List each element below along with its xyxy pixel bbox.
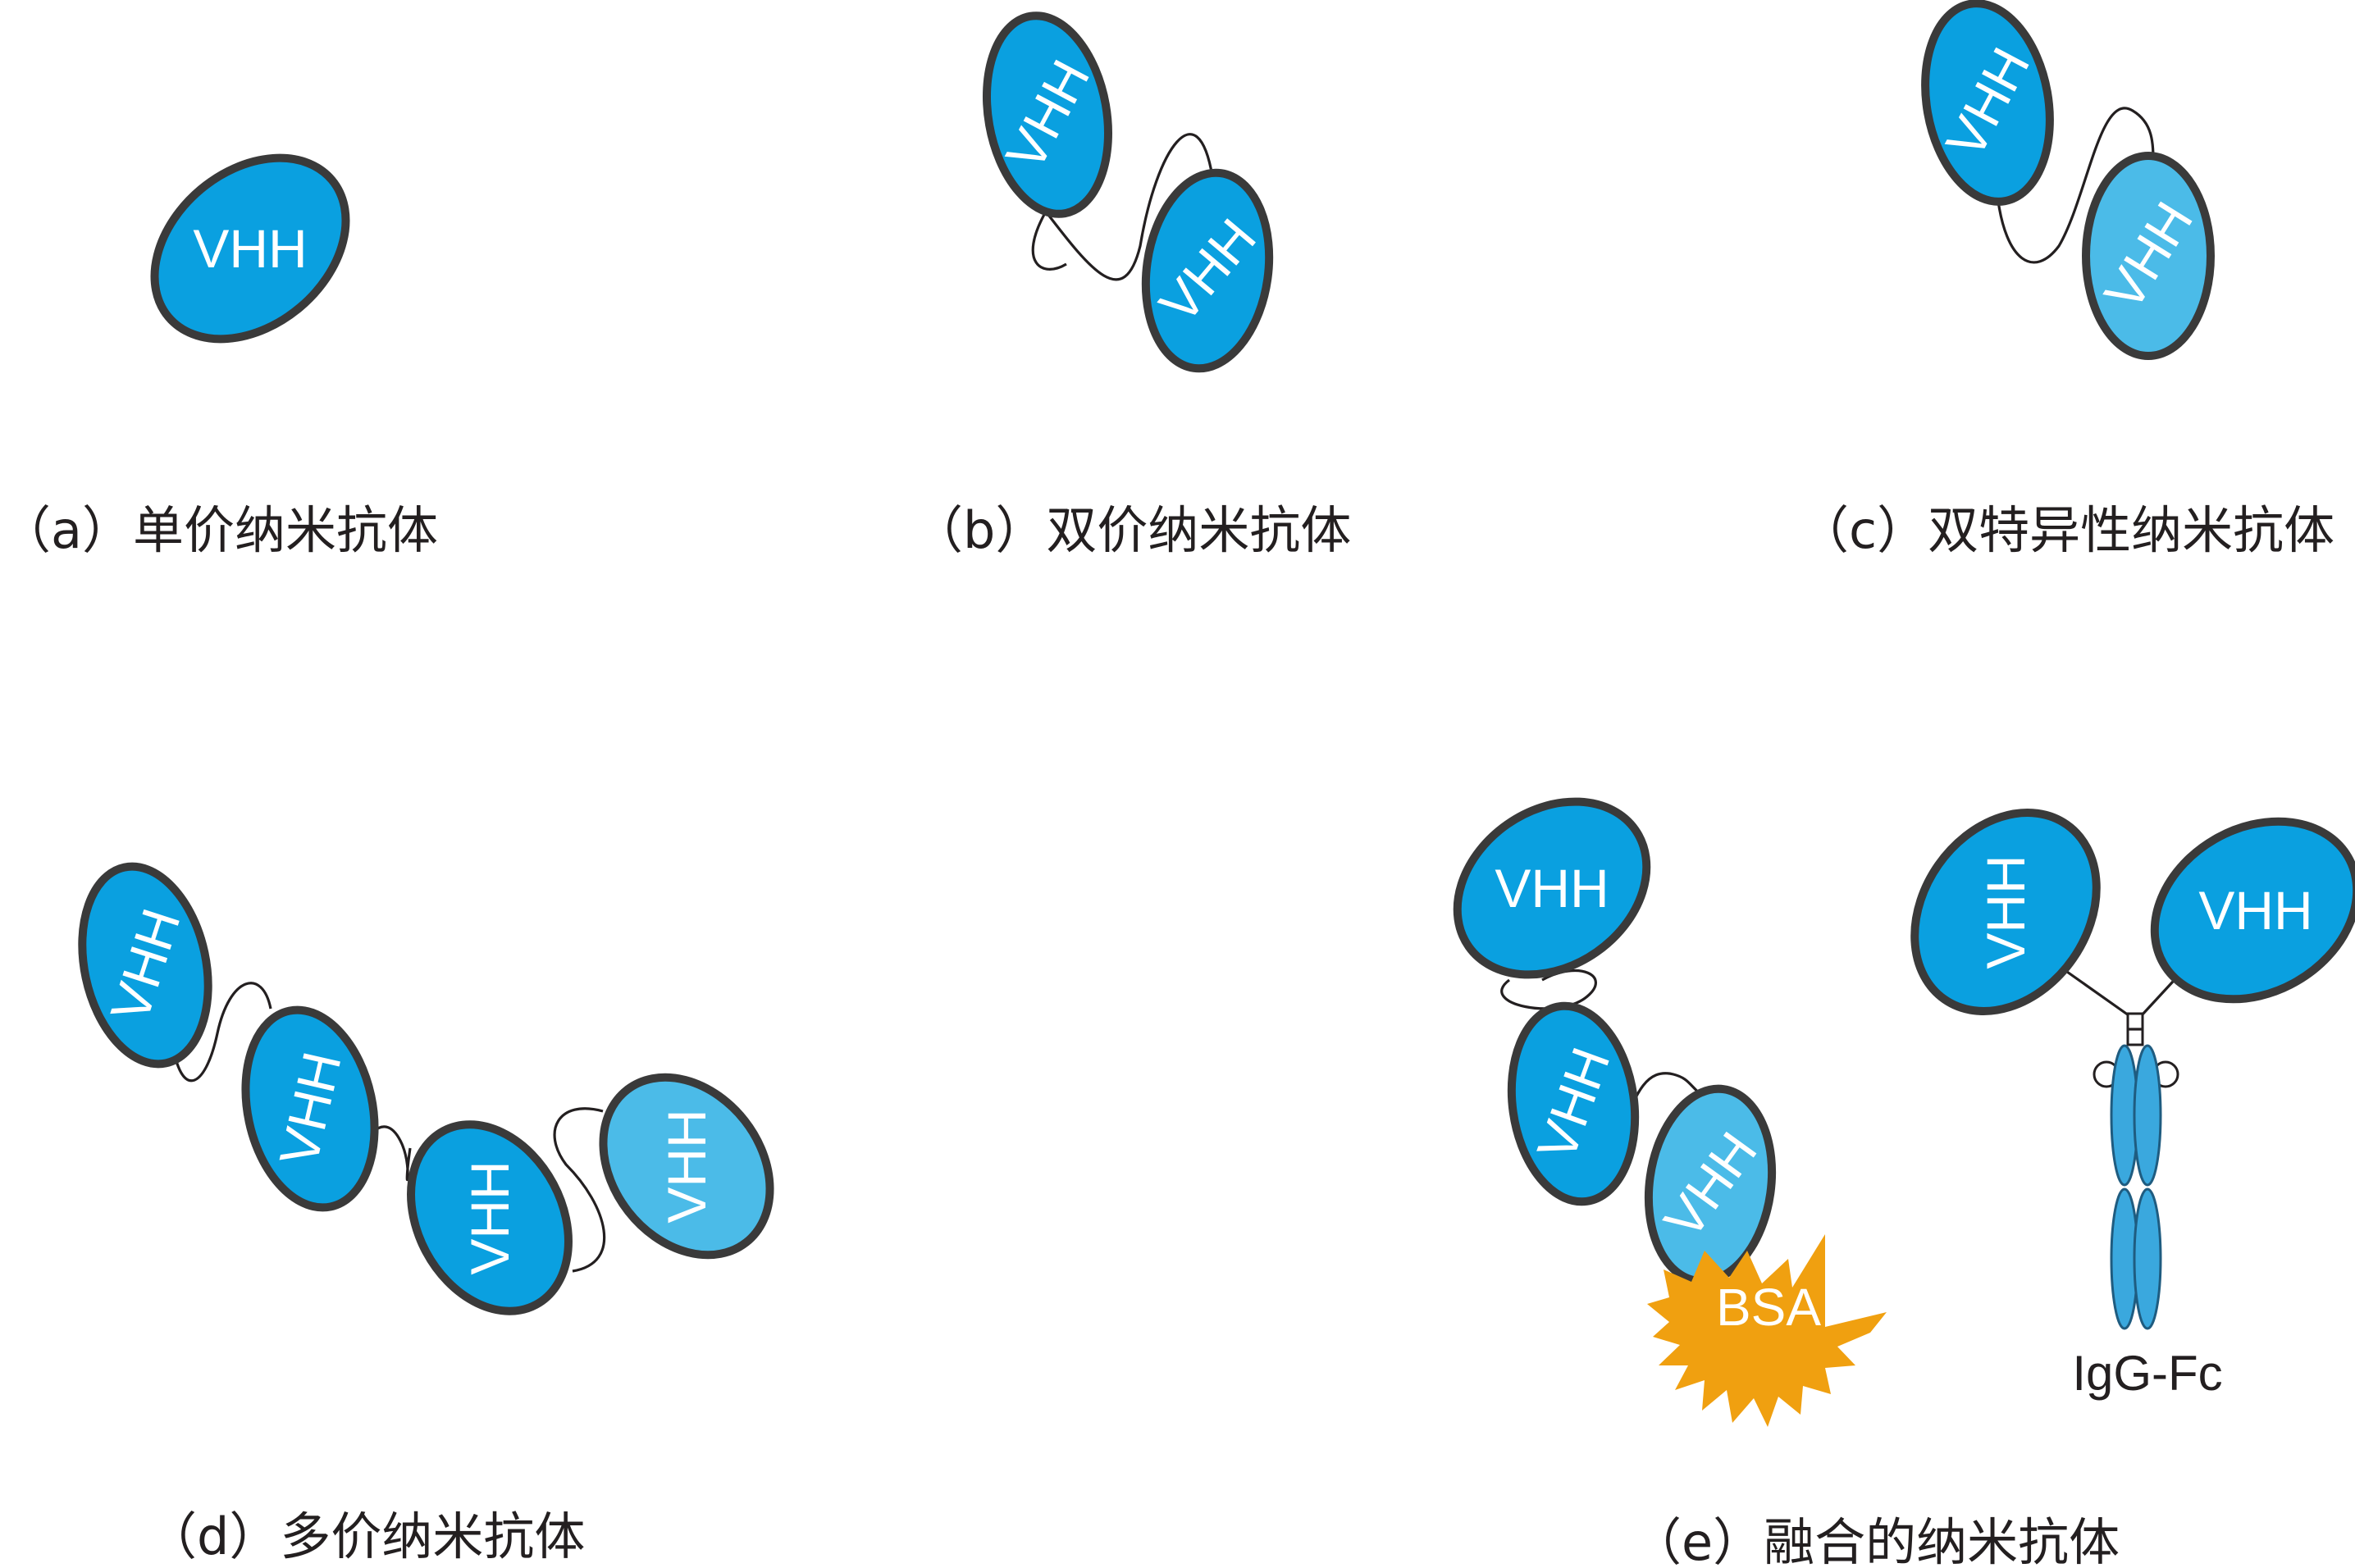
vhh-label: VHH (459, 1160, 520, 1274)
vhh-domain-alt: VHH (599, 1073, 774, 1260)
vhh-label: VHH (656, 1109, 717, 1223)
vhh-domain: VHH (1453, 797, 1651, 979)
linker (1031, 211, 1067, 271)
linker (553, 1107, 606, 1273)
fc-fusion: VHH VHH IgG-Fc (1910, 809, 2355, 1401)
fc-ch2-domain (2133, 1044, 2162, 1187)
vhh-domain: VHH (241, 1005, 379, 1212)
vhh-domain: VHH (1921, 0, 2054, 206)
bsa-starburst (1647, 1234, 1887, 1427)
vhh-label: VHH (1495, 858, 1609, 918)
vhh-domain: VHH (982, 11, 1113, 218)
panel-e-fused: VHH VHH VHH BSA VHH (1453, 797, 2355, 1568)
vhh-domain: VHH (2150, 817, 2355, 1004)
vhh-domain-alt: VHH (2082, 152, 2215, 360)
vhh-label: VHH (193, 218, 307, 279)
panel-b-bivalent: VHH VHH （b）双价纳米抗体 (912, 11, 1351, 560)
caption-a: （a）单价纳米抗体 (0, 500, 438, 560)
vhh-label: VHH (2198, 880, 2312, 941)
linker (1996, 107, 2155, 264)
linker (1500, 969, 1597, 1010)
hinge-line (2066, 970, 2129, 1017)
vhh-domain: VHH (1507, 1001, 1640, 1206)
caption-b: （b）双价纳米抗体 (912, 500, 1351, 560)
panel-a-monovalent: VHH （a）单价纳米抗体 (0, 153, 438, 560)
vhh-domain: VHH (78, 862, 212, 1069)
panel-d-multivalent: VHH VHH VHH VHH （d）多价纳米抗体 (78, 862, 774, 1566)
linker (171, 982, 272, 1083)
caption-c: （c）双特异性纳米抗体 (1798, 500, 2334, 560)
vhh-domain: VHH (407, 1120, 573, 1315)
fc-ch3-domain (2133, 1187, 2162, 1330)
caption-e: （e）融合的纳米抗体 (1631, 1512, 2120, 1568)
vhh-domain: VHH (150, 153, 350, 344)
vhh-domain-alt: VHH (1644, 1084, 1777, 1286)
bsa-label: BSA (1716, 1278, 1821, 1337)
bsa-protein: BSA (1647, 1234, 1887, 1427)
vhh-label: VHH (1975, 855, 2036, 969)
fc-label: IgG-Fc (2072, 1346, 2222, 1401)
panel-c-bispecific: VHH VHH （c）双特异性纳米抗体 (1798, 0, 2334, 560)
vhh-domain: VHH (1141, 168, 1274, 373)
caption-d: （d）多价纳米抗体 (146, 1506, 585, 1566)
vhh-domain: VHH (1910, 809, 2101, 1015)
linker (1044, 133, 1214, 281)
